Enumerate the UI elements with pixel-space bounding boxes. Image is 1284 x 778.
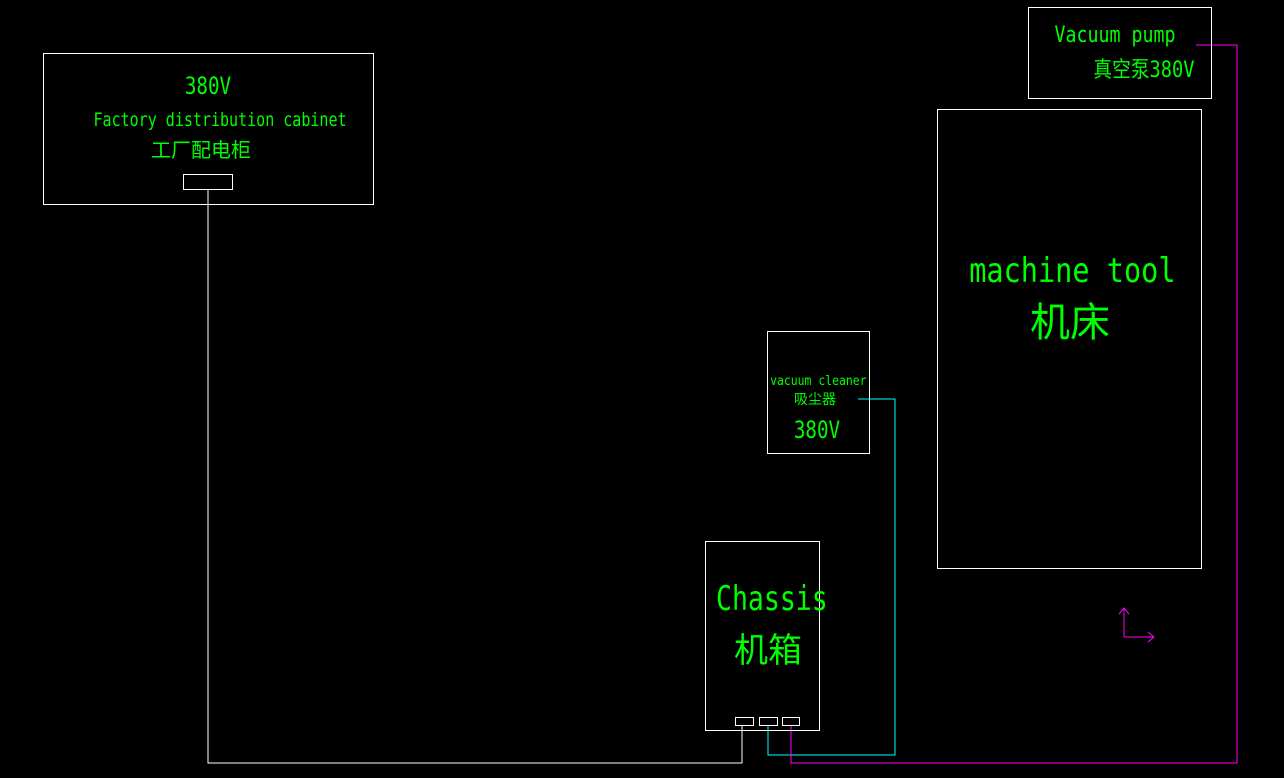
distribution-cabinet-name-en: Factory distribution cabinet	[93, 109, 347, 131]
vacuum-cleaner-name-zh: 吸尘器	[794, 392, 836, 408]
chassis-box	[705, 541, 820, 731]
distribution-cabinet-outlet	[183, 174, 233, 190]
axis-indicator-icon	[1118, 607, 1155, 643]
chassis-port-vacuum-cleaner	[759, 717, 778, 726]
vacuum-cleaner-wire	[767, 398, 896, 756]
chassis-name-en: Chassis	[715, 579, 828, 619]
chassis-port-power	[735, 717, 754, 726]
vacuum-cleaner-voltage: 380V	[793, 416, 841, 444]
vacuum-cleaner-box	[767, 331, 870, 454]
distribution-cabinet-voltage: 380V	[184, 72, 232, 100]
vacuum-pump-name-zh-voltage: 真空泵380V	[1093, 58, 1195, 83]
distribution-cabinet-name-zh: 工厂配电柜	[151, 138, 251, 162]
machine-tool-name-zh: 机床	[1030, 300, 1110, 346]
chassis-name-zh: 机箱	[734, 631, 802, 671]
machine-tool-name-en: machine tool	[969, 251, 1176, 291]
vacuum-pump-wire	[790, 44, 1238, 764]
vacuum-cleaner-name-en: vacuum cleaner	[770, 374, 867, 389]
distribution-cabinet-box	[43, 53, 374, 205]
vacuum-pump-name-en: Vacuum pump	[1054, 23, 1176, 48]
machine-tool-box	[937, 109, 1202, 569]
vacuum-pump-box	[1028, 7, 1212, 99]
chassis-port-vacuum-pump	[782, 717, 800, 726]
power-supply-wire	[207, 190, 743, 764]
